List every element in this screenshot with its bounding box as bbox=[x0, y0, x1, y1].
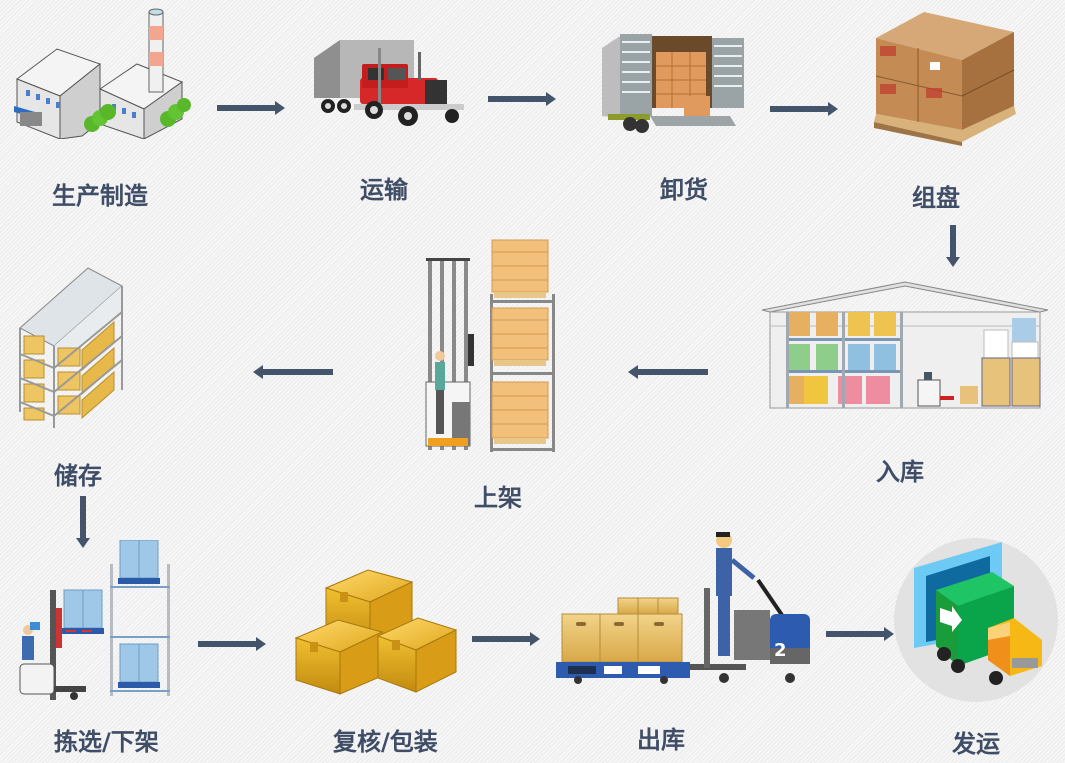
arrow-down bbox=[945, 225, 961, 267]
arrow-right bbox=[217, 100, 285, 116]
arrow-right bbox=[826, 626, 894, 642]
unloading-truck-icon bbox=[600, 30, 750, 136]
dock-truck-icon bbox=[892, 536, 1060, 702]
boxes-icon bbox=[294, 568, 458, 696]
truck-number: 2 bbox=[774, 640, 787, 661]
arrow-left bbox=[253, 364, 333, 380]
step-label-putaway: 上架 bbox=[474, 484, 522, 512]
step-label-packing: 复核/包装 bbox=[333, 728, 438, 756]
arrow-right bbox=[198, 636, 266, 652]
step-label-transport: 运输 bbox=[360, 176, 408, 204]
step-label-manufacture: 生产制造 bbox=[52, 182, 148, 210]
arrow-right bbox=[488, 91, 556, 107]
step-label-storage: 储存 bbox=[54, 462, 102, 490]
warehouse-icon bbox=[760, 280, 1050, 410]
forklift-shelf-icon bbox=[422, 238, 558, 458]
arrow-right bbox=[472, 631, 540, 647]
arrow-left bbox=[628, 364, 708, 380]
step-label-shipping: 发运 bbox=[952, 730, 1000, 758]
factory-icon bbox=[12, 4, 192, 140]
arrow-down bbox=[75, 496, 91, 548]
step-label-picking: 拣选/下架 bbox=[54, 728, 159, 756]
step-label-palletize: 组盘 bbox=[912, 184, 960, 212]
order-picker-icon bbox=[16, 539, 174, 710]
storage-rack-icon bbox=[18, 266, 142, 428]
truck-icon bbox=[310, 38, 470, 130]
pallet-truck-icon: 2 bbox=[554, 530, 816, 686]
step-label-inbound: 入库 bbox=[876, 458, 924, 486]
step-label-unload: 卸货 bbox=[660, 176, 708, 204]
pallet-boxes-icon bbox=[874, 10, 1020, 146]
step-label-outbound: 出库 bbox=[637, 726, 685, 754]
arrow-right bbox=[770, 101, 838, 117]
